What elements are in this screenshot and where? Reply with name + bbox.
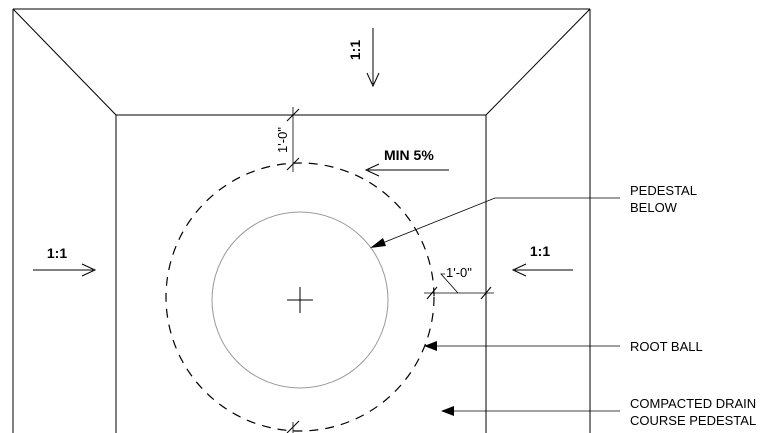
- drain-course-leader: [441, 406, 620, 416]
- inner-pit-outline: [115, 114, 487, 433]
- root-ball-circle: [165, 162, 435, 432]
- right-slope-label: 1:1: [530, 243, 550, 259]
- left-slope-arrow: [33, 263, 97, 277]
- min-grade-arrow: [364, 163, 449, 177]
- outer-excavation-outline: [12, 8, 591, 433]
- top-slope-label: 1:1: [347, 40, 363, 60]
- right-slope-arrow: [511, 263, 573, 277]
- drain-callout-line-2: COURSE PEDESTAL: [630, 413, 756, 428]
- pedestal-callout-line-1: PEDESTAL: [630, 183, 697, 198]
- center-cross-mark: [287, 287, 313, 313]
- pedestal-callout-line-2: BELOW: [630, 200, 678, 215]
- pedestal-leader: [370, 197, 620, 248]
- top-clearance-label: 1'-0": [275, 127, 290, 153]
- top-clearance-dimension: [286, 107, 300, 433]
- root-ball-callout: ROOT BALL: [630, 339, 703, 354]
- pedestal-circle: [211, 211, 389, 389]
- side-clearance-dimension: [424, 273, 494, 300]
- root-ball-leader: [424, 341, 620, 351]
- side-clearance-label: 1'-0": [446, 265, 472, 280]
- left-slope-label: 1:1: [47, 245, 67, 261]
- top-slope-arrow: [366, 28, 380, 88]
- drain-callout-line-1: COMPACTED DRAIN: [630, 396, 756, 411]
- min-grade-label: MIN 5%: [384, 147, 434, 163]
- slope-corner-lines: [12, 8, 591, 116]
